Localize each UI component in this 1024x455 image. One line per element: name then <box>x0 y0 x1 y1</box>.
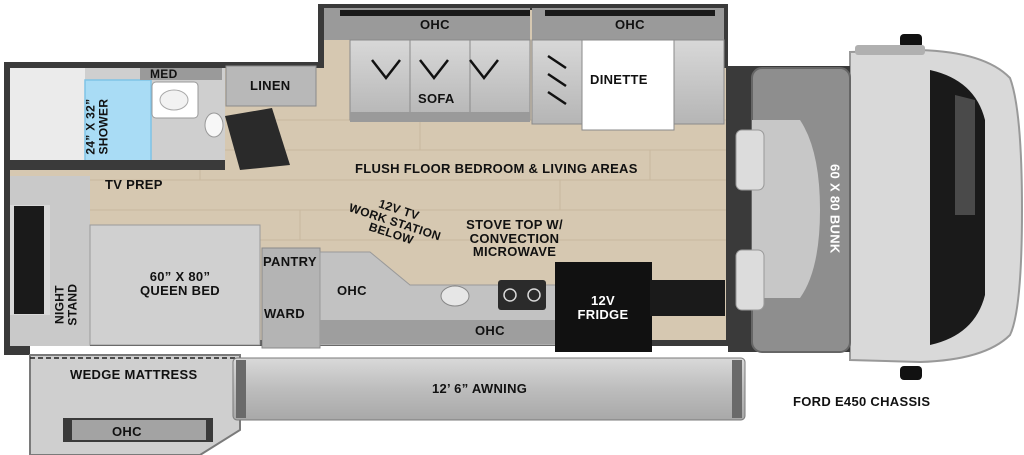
stove-label-group: STOVE TOP W/ CONVECTION MICROWAVE <box>462 218 567 259</box>
bunk-label: 60 X 80 BUNK <box>827 164 843 254</box>
tv-icon <box>14 206 44 314</box>
sink-icon <box>440 285 470 307</box>
ohc-sofa-label: OHC <box>420 17 450 32</box>
awning-label: 12’ 6” AWNING <box>432 381 528 396</box>
wedge-ohc-box <box>72 420 206 440</box>
nightstand-label-group: NIGHT STAND <box>52 275 79 335</box>
ward-label: WARD <box>264 306 305 321</box>
stove-line-1: STOVE TOP W/ <box>466 217 563 232</box>
linen-cabinet <box>225 65 317 107</box>
stove-line-2: CONVECTION <box>469 230 560 246</box>
cab-seat-driver <box>735 129 765 191</box>
tv-prep-label: TV PREP <box>105 177 163 192</box>
ohc-wedge-label: OHC <box>112 424 142 439</box>
galley-counter <box>319 251 725 352</box>
wedge-area <box>29 354 241 455</box>
fridge-line-1: 12V <box>590 293 616 308</box>
awning <box>232 357 746 421</box>
night-label: NIGHT <box>52 285 67 325</box>
linen-label: LINEN <box>250 78 291 93</box>
queen-bed-label-group: 60” X 80” QUEEN BED <box>130 270 230 297</box>
bathroom <box>10 65 317 170</box>
dinette-area <box>531 8 725 131</box>
chassis-label: FORD E450 CHASSIS <box>793 394 931 409</box>
fridge <box>555 262 652 352</box>
queen-bed-size-label: 60” X 80” <box>149 269 211 284</box>
queen-bed-area <box>10 176 321 349</box>
wedge-mattress-label: WEDGE MATTRESS <box>70 367 198 382</box>
flush-floor-label: FLUSH FLOOR BEDROOM & LIVING AREAS <box>355 161 638 176</box>
med-label: MED <box>150 67 178 81</box>
sofa-area <box>324 8 531 122</box>
pantry-wardrobe <box>261 247 321 349</box>
cab-seat-passenger <box>735 249 765 311</box>
stove-icon <box>498 280 546 310</box>
dinette-label: DINETTE <box>590 72 648 87</box>
tv-prep-panel <box>225 108 290 170</box>
sink-icon <box>159 89 189 111</box>
mirror-icon <box>900 366 922 380</box>
sofa-label: SOFA <box>418 91 455 106</box>
ohc-galley-label: OHC <box>475 323 505 338</box>
mirror-icon <box>900 34 922 48</box>
cab-bunk <box>735 67 851 353</box>
queen-bed-label: QUEEN BED <box>140 282 220 298</box>
ford-chassis-cab <box>849 34 1024 380</box>
shower-label-group: 24” X 32” SHOWER <box>83 92 110 162</box>
shower-size-label: 24” X 32” <box>83 98 98 155</box>
toilet-icon <box>204 112 224 138</box>
stove-line-3: MICROWAVE <box>472 244 557 260</box>
fridge-line-2: FRIDGE <box>577 306 629 322</box>
ohc-galley-left-label: OHC <box>337 283 367 298</box>
medicine-cabinet <box>140 68 222 80</box>
ohc-dinette-label: OHC <box>615 17 645 32</box>
pantry-label: PANTRY <box>263 254 317 269</box>
fridge-label-group: 12V FRIDGE <box>570 294 636 321</box>
stand-label: STAND <box>65 283 79 326</box>
shower-label: SHOWER <box>96 98 110 155</box>
